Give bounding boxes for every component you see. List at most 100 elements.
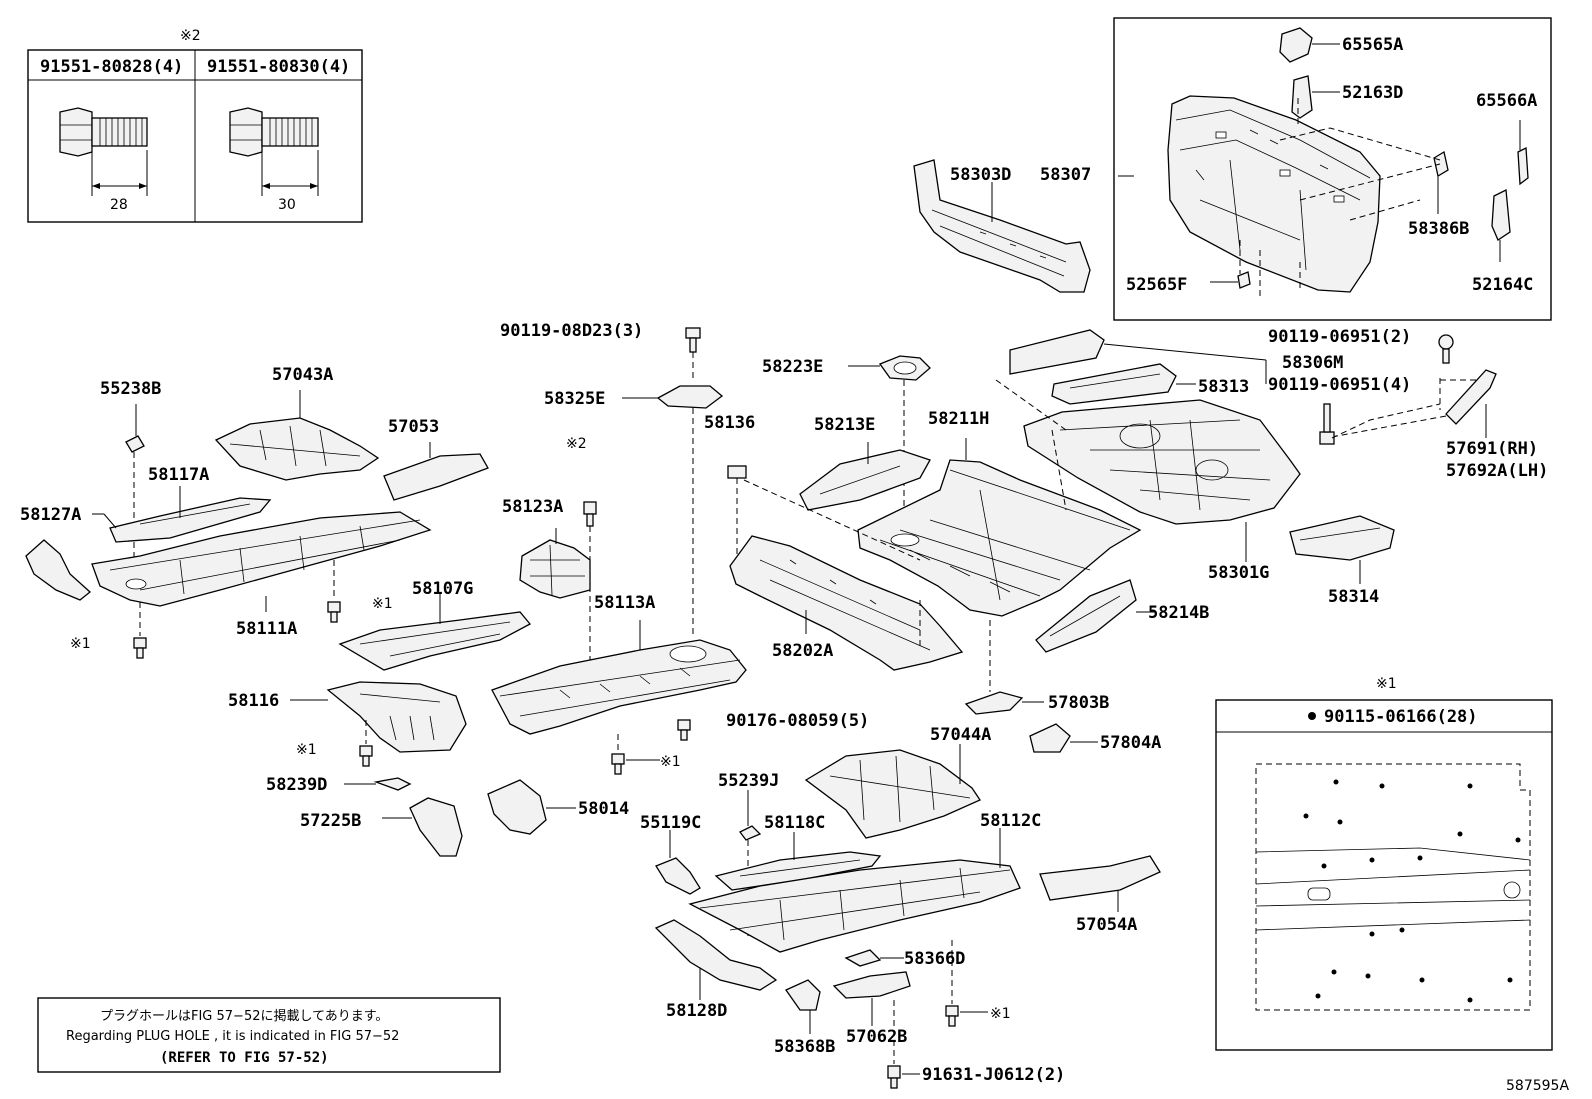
bolt-table: ※2 91551-80828(4) 91551-80830(4) 28 bbox=[27, 28, 363, 223]
bolt-90119-06951-2-icon bbox=[1438, 334, 1454, 364]
panel-58214B bbox=[1035, 579, 1137, 653]
bracket-52163D bbox=[1291, 75, 1313, 119]
label-57053: 57053 bbox=[388, 417, 439, 437]
label-58117A: 58117A bbox=[148, 465, 209, 485]
bolt-91631-J0612-icon bbox=[887, 1065, 901, 1089]
plug-hole-dots bbox=[1303, 779, 1521, 1003]
cover-58325E bbox=[656, 385, 724, 409]
bracket-57691 bbox=[1445, 369, 1497, 425]
label-58314: 58314 bbox=[1328, 587, 1379, 607]
member-57054A bbox=[1039, 855, 1161, 901]
label-91631-J0612: 91631-J0612(2) bbox=[922, 1065, 1065, 1085]
member-58306M bbox=[1009, 329, 1105, 375]
label-58202A: 58202A bbox=[772, 641, 833, 661]
member-57043A bbox=[214, 417, 380, 481]
rail-58127A bbox=[25, 539, 92, 601]
bolt-58123A-icon bbox=[583, 501, 597, 527]
plate-58314 bbox=[1289, 515, 1395, 561]
label-58123A: 58123A bbox=[502, 497, 563, 517]
bracket-52164C bbox=[1491, 188, 1511, 241]
label-58239D: 58239D bbox=[266, 775, 327, 795]
bolt-x1-e-icon bbox=[945, 1005, 959, 1027]
bolt-x1-c-icon bbox=[133, 637, 147, 659]
label-57692A-lh: 57692A(LH) bbox=[1446, 461, 1548, 481]
note-line-jp: プラグホールはFIG 57−52に掲載してあります。 bbox=[100, 1008, 388, 1024]
label-58136: 58136 bbox=[704, 413, 755, 433]
label-58116: 58116 bbox=[228, 691, 279, 711]
label-90119-06951-2: 90119-06951(2) bbox=[1268, 327, 1411, 347]
bolt-len-1: 28 bbox=[110, 197, 128, 213]
note-frame bbox=[37, 997, 501, 1073]
label-58214B: 58214B bbox=[1148, 603, 1209, 623]
front-floor-58111A bbox=[91, 511, 432, 607]
label-58128D: 58128D bbox=[666, 1001, 727, 1021]
crossmember-58303D bbox=[913, 159, 1091, 293]
bracket-65565A bbox=[1279, 27, 1313, 63]
mark-x1-left: ※1 bbox=[70, 636, 91, 652]
label-58307: 58307 bbox=[1040, 165, 1091, 185]
label-55239J: 55239J bbox=[718, 771, 779, 791]
note-line-refer: (REFER TO FIG 57-52) bbox=[160, 1050, 329, 1066]
tunnel-58113A bbox=[491, 639, 747, 735]
mark-x2-58123A: ※2 bbox=[566, 436, 587, 452]
bolt-x1-a-icon bbox=[611, 753, 625, 775]
label-58118C: 58118C bbox=[764, 813, 825, 833]
label-52164C: 52164C bbox=[1472, 275, 1533, 295]
member-58116 bbox=[326, 681, 467, 753]
mark-x1-bottom: ※1 bbox=[990, 1006, 1011, 1022]
mark-x1-58111A: ※1 bbox=[372, 596, 393, 612]
clip-58386B bbox=[1433, 150, 1449, 178]
label-58014: 58014 bbox=[578, 799, 629, 819]
bracket-57225B bbox=[409, 797, 463, 857]
label-58301G: 58301G bbox=[1208, 563, 1269, 583]
bolt-x1-d-icon bbox=[359, 745, 373, 767]
label-57062B: 57062B bbox=[846, 1027, 907, 1047]
label-57691-rh: 57691(RH) bbox=[1446, 439, 1538, 459]
label-57804A: 57804A bbox=[1100, 733, 1161, 753]
bolt-90119-08D23-icon bbox=[685, 327, 701, 353]
label-58325E: 58325E bbox=[544, 389, 605, 409]
member-58107G bbox=[338, 611, 532, 671]
label-57803B: 57803B bbox=[1048, 693, 1109, 713]
bracket-58123A bbox=[519, 539, 591, 599]
bracket-65566A bbox=[1517, 146, 1529, 186]
center-floor-58211H bbox=[857, 459, 1142, 617]
bolt-part-1: 91551-80828(4) bbox=[40, 57, 183, 77]
member-57053 bbox=[383, 453, 489, 501]
label-65565A: 65565A bbox=[1342, 35, 1403, 55]
label-58107G: 58107G bbox=[412, 579, 473, 599]
label-90176-08059: 90176-08059(5) bbox=[726, 711, 869, 731]
bolt-90119-06951-4-icon bbox=[1319, 403, 1335, 445]
note-line-en: Regarding PLUG HOLE , it is indicated in… bbox=[66, 1029, 399, 1044]
panel-58213E bbox=[799, 449, 931, 511]
plug-inset bbox=[1215, 699, 1553, 1051]
label-57044A: 57044A bbox=[930, 725, 991, 745]
label-58112C: 58112C bbox=[980, 811, 1041, 831]
plate-57803B bbox=[964, 691, 1024, 715]
label-57054A: 57054A bbox=[1076, 915, 1137, 935]
member-58202A bbox=[729, 535, 964, 671]
label-58386B: 58386B bbox=[1408, 219, 1469, 239]
label-58213E: 58213E bbox=[814, 415, 875, 435]
clip-58239D bbox=[373, 777, 412, 791]
rear-panel-58307 bbox=[1167, 95, 1381, 293]
mark-x1-58116: ※1 bbox=[296, 742, 317, 758]
clip-58366D bbox=[844, 949, 882, 967]
bolt-part-2: 91551-80830(4) bbox=[207, 57, 350, 77]
label-58211H: 58211H bbox=[928, 409, 989, 429]
label-55238B: 55238B bbox=[100, 379, 161, 399]
label-58127A: 58127A bbox=[20, 505, 81, 525]
rear-panel-inset bbox=[1113, 17, 1552, 321]
member-57044A bbox=[804, 749, 981, 839]
bolt-x1-b-icon bbox=[327, 601, 341, 623]
label-58303D: 58303D bbox=[950, 165, 1011, 185]
label-58111A: 58111A bbox=[236, 619, 297, 639]
label-90119-08D23: 90119-08D23(3) bbox=[500, 321, 643, 341]
plug-bullet-icon bbox=[1308, 712, 1316, 720]
bracket-58014 bbox=[487, 779, 547, 835]
part-labels: 65565A 52163D 65566A 58386B 52565F 52164… bbox=[20, 35, 1548, 1085]
label-52565F: 52565F bbox=[1126, 275, 1187, 295]
rail-58117A bbox=[109, 497, 272, 543]
bolt-90176-08059-icon bbox=[677, 719, 691, 741]
